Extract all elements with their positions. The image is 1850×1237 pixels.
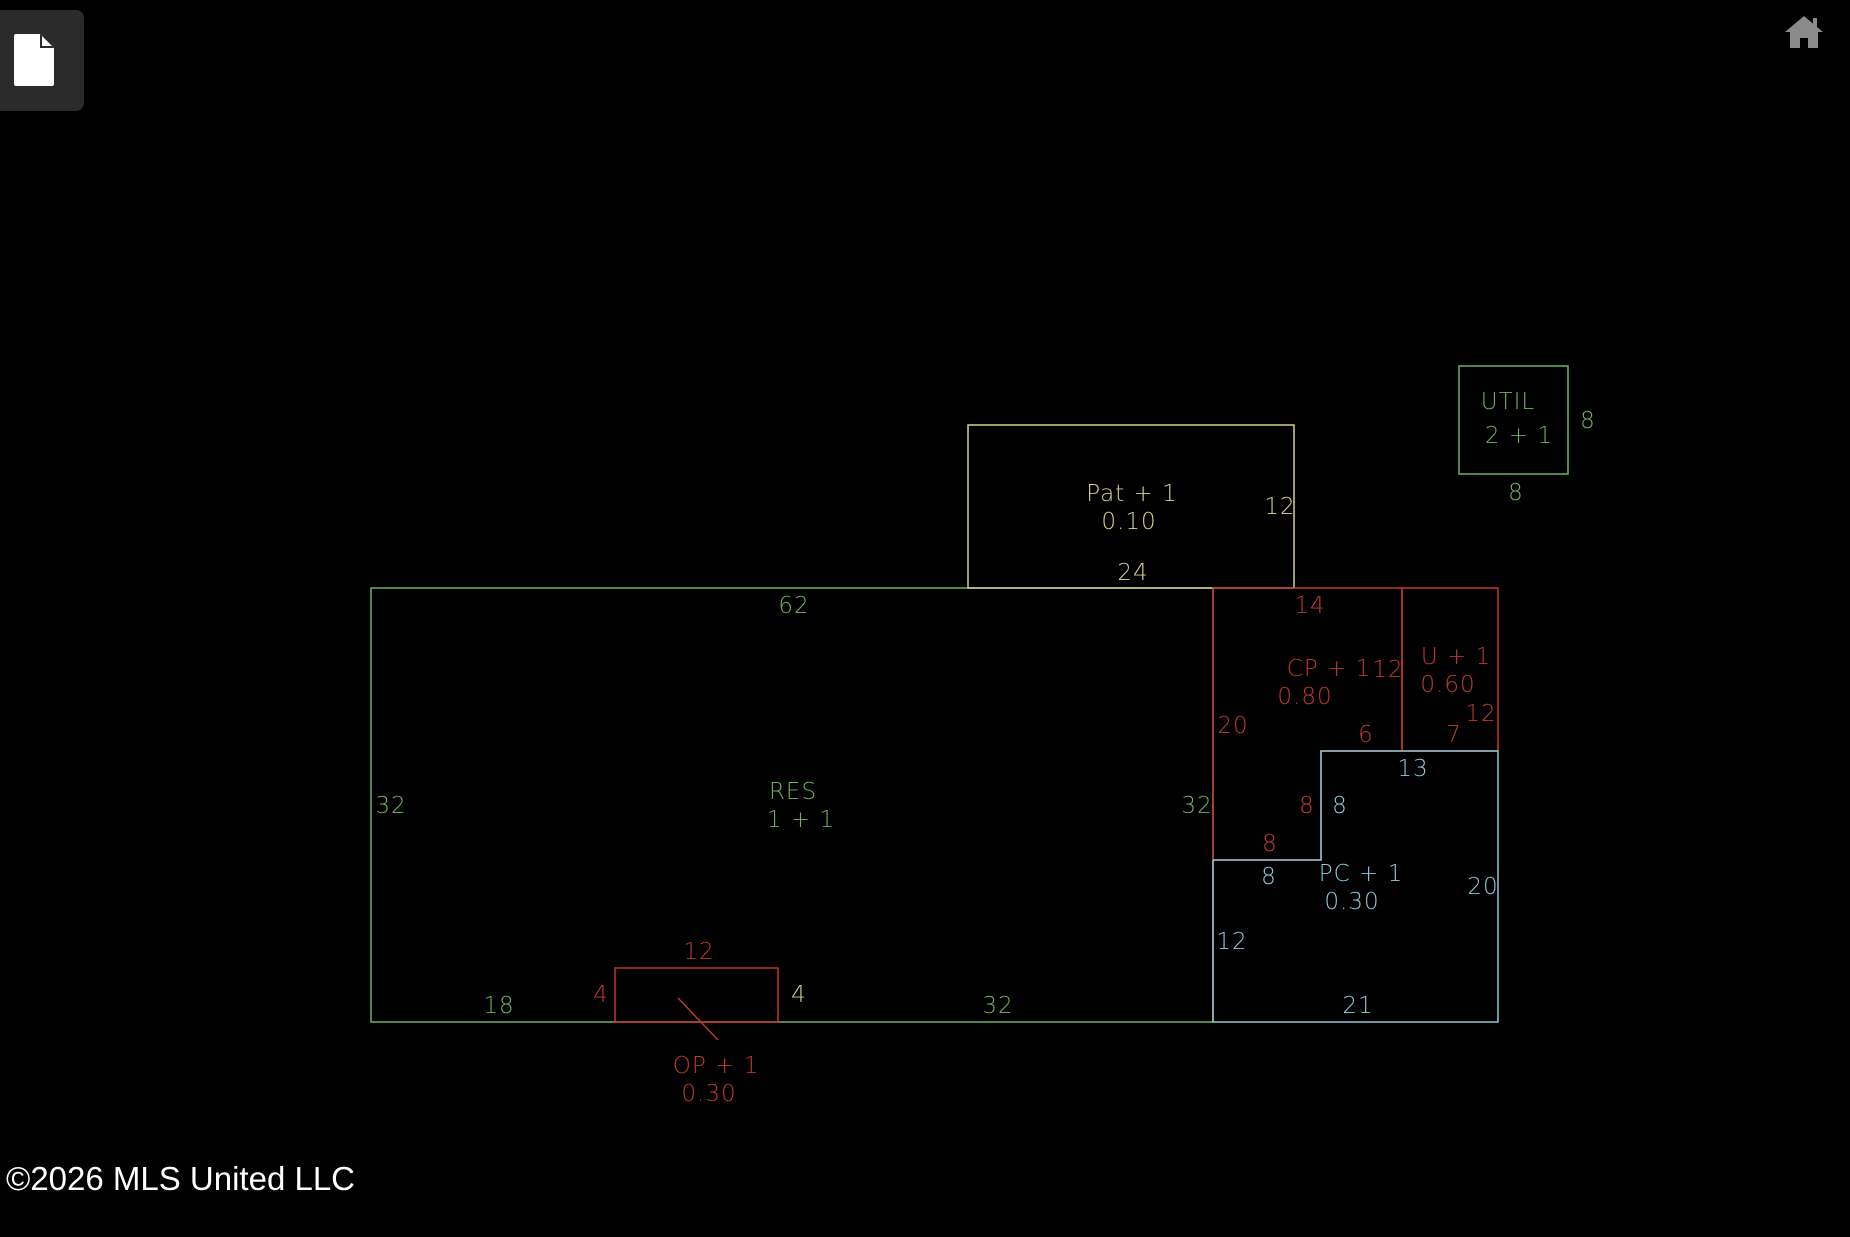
area-patio: Pat + 1 0.10 12 24 xyxy=(967,424,1295,589)
op-leader-line xyxy=(677,997,719,1041)
cp-dim-left: 20 xyxy=(1217,713,1248,739)
pc-dim-right: 20 xyxy=(1467,874,1498,900)
cp-factor: 0.80 xyxy=(1277,684,1332,710)
res-label: RES xyxy=(769,779,817,805)
util-code: 2 + 1 xyxy=(1485,423,1553,449)
u-dim-right: 12 xyxy=(1465,701,1496,727)
cp-dim-inner-right: 8 xyxy=(1299,793,1315,819)
area-util: UTIL 2 + 1 8 8 xyxy=(1458,365,1596,506)
pat-dim-bottom: 24 xyxy=(1117,560,1148,586)
pc-label: PC + 1 xyxy=(1319,861,1403,887)
pc-dim-bottom: 21 xyxy=(1342,993,1373,1019)
document-icon xyxy=(14,34,54,86)
cp-dim-bottom: 6 xyxy=(1358,722,1374,748)
res-outline xyxy=(370,587,1214,1023)
util-dim-bottom: 8 xyxy=(1508,480,1524,506)
pat-factor: 0.10 xyxy=(1101,509,1156,535)
home-button[interactable] xyxy=(1782,12,1826,52)
pc-factor: 0.30 xyxy=(1324,889,1379,915)
pat-outline xyxy=(967,424,1295,589)
res-dim-bottom-left: 18 xyxy=(483,993,514,1019)
area-cp: CP + 1 0.80 14 12 20 6 8 8 xyxy=(1212,587,1403,861)
pc-dim-left: 12 xyxy=(1216,929,1247,955)
res-dim-right: 32 xyxy=(1181,793,1212,819)
cp-dim-right: 12 xyxy=(1372,657,1403,683)
res-dim-top: 62 xyxy=(778,593,809,619)
op-dim-top: 12 xyxy=(683,939,714,965)
u-factor: 0.60 xyxy=(1420,672,1475,698)
op-outline xyxy=(614,967,779,1023)
pat-dim-right: 12 xyxy=(1264,494,1295,520)
pat-label: Pat + 1 xyxy=(1086,481,1177,507)
op-dim-right: 4 xyxy=(791,982,807,1008)
util-dim-right: 8 xyxy=(1580,408,1596,434)
area-res: RES 1 + 1 62 32 32 18 32 xyxy=(370,587,1214,1023)
util-outline xyxy=(1458,365,1569,475)
cp-label: CP + 1 xyxy=(1287,656,1371,682)
area-u: U + 1 0.60 12 7 xyxy=(1401,587,1499,752)
pc-dim-top: 13 xyxy=(1397,756,1428,782)
copyright-text: ©2026 MLS United LLC xyxy=(6,1160,356,1197)
cp-dim-inner-bottom: 8 xyxy=(1262,831,1278,857)
op-factor: 0.30 xyxy=(681,1081,736,1107)
res-dim-bottom-right: 32 xyxy=(982,993,1013,1019)
document-button[interactable] xyxy=(0,10,84,111)
home-icon xyxy=(1785,16,1823,48)
pc-dim-inner-top: 8 xyxy=(1261,864,1277,890)
u-dim-bottom: 7 xyxy=(1446,722,1462,748)
pc-dim-inner-left: 8 xyxy=(1332,793,1348,819)
area-pc: PC + 1 0.30 13 8 8 20 12 21 xyxy=(1212,750,1499,1023)
cp-dim-top: 14 xyxy=(1294,593,1325,619)
res-dim-left: 32 xyxy=(375,793,406,819)
op-label: OP + 1 xyxy=(673,1053,760,1079)
pc-outline xyxy=(1212,750,1499,1023)
area-op: OP + 1 0.30 12 4 4 xyxy=(593,939,807,1107)
op-dim-left: 4 xyxy=(593,982,609,1008)
util-label: UTIL xyxy=(1481,389,1535,415)
u-label: U + 1 xyxy=(1421,644,1491,670)
res-code: 1 + 1 xyxy=(767,807,835,833)
